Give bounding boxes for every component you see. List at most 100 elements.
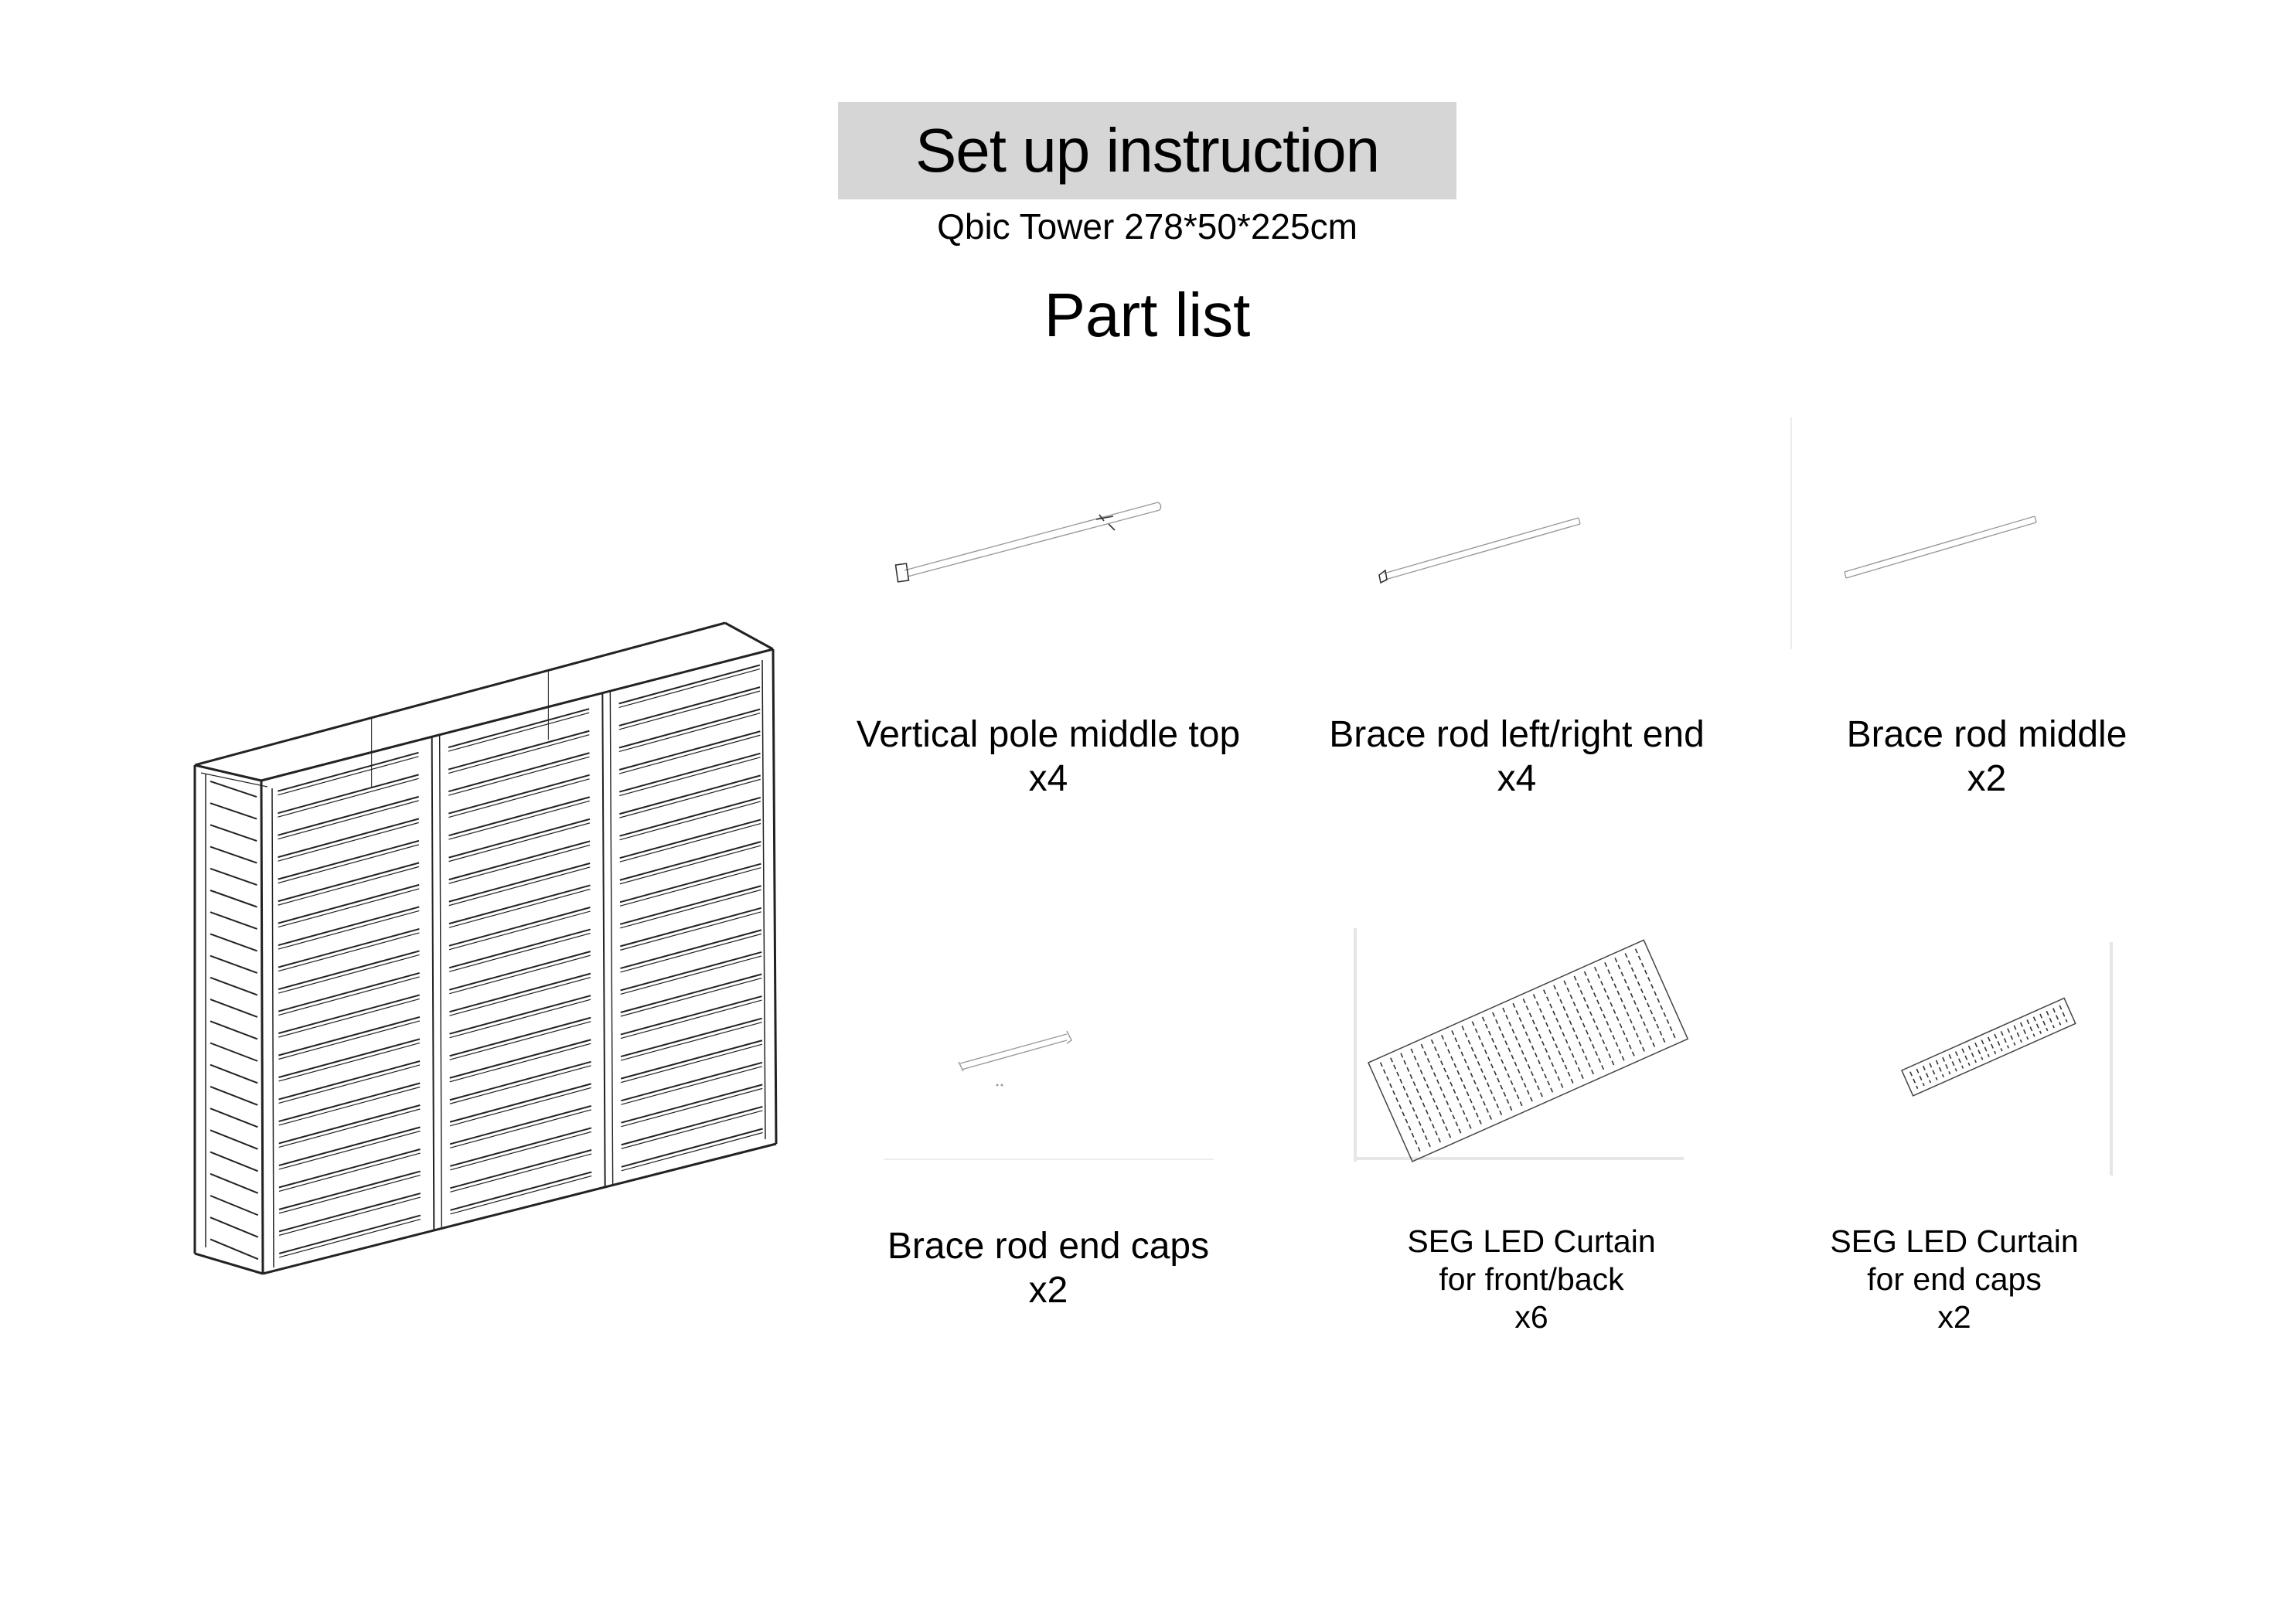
led-strip (620, 889, 761, 929)
led-strip (210, 780, 257, 798)
led-strip (1624, 953, 1667, 1044)
led-strip (449, 999, 591, 1039)
led-strip (210, 824, 257, 842)
led-strip (450, 1153, 592, 1193)
led-strip (2046, 1010, 2055, 1029)
led-strip (448, 840, 591, 881)
led-strip (278, 866, 420, 906)
led-strip (619, 818, 761, 859)
led-strip (278, 1060, 421, 1101)
led-strip (621, 1087, 763, 1128)
led-strip (210, 933, 258, 952)
led-strip (210, 1020, 258, 1040)
led-strip (278, 1196, 421, 1236)
led-strip (619, 845, 761, 885)
led-strip (449, 1060, 591, 1101)
led-strip (618, 734, 761, 774)
tower-edge (271, 788, 274, 1268)
led-strip (620, 973, 762, 1013)
led-strip (449, 977, 591, 1016)
led-strip (2059, 1005, 2068, 1022)
led-strip (2000, 1031, 2010, 1049)
led-strip (619, 801, 761, 841)
part-panel-divider (884, 1159, 1214, 1160)
led-strip (2013, 1025, 2022, 1043)
led-strip (278, 1152, 421, 1192)
led-strip (210, 976, 258, 996)
led-strip (1634, 948, 1677, 1039)
led-strip (619, 752, 761, 793)
led-strip (619, 822, 761, 863)
led-strip (278, 1193, 421, 1233)
tower-edge (724, 621, 774, 651)
led-strip (210, 1085, 258, 1106)
led-strip (2052, 1008, 2062, 1026)
led-strip (448, 734, 590, 774)
led-strip (1502, 1007, 1544, 1099)
part-item-led-curtain-front: SEG LED Curtain for front/back x6 (1407, 1223, 1655, 1336)
led-strip (450, 1171, 592, 1211)
part-quantity: x2 (1028, 1270, 1068, 1311)
led-strip (278, 1064, 421, 1104)
led-strip (1563, 980, 1605, 1072)
led-strip (278, 950, 420, 991)
led-curtain-icon (1354, 928, 1689, 1162)
led-strip (278, 1170, 421, 1210)
led-strip (449, 1109, 591, 1148)
part-name: Vertical pole middle top (856, 714, 1241, 755)
led-strip (1604, 962, 1646, 1053)
led-strip (1390, 1057, 1432, 1148)
led-strip (449, 1104, 592, 1145)
led-strip (278, 839, 420, 880)
led-strip (1935, 1060, 1944, 1078)
led-strip (278, 844, 420, 884)
led-strip (278, 862, 420, 903)
led-strip (1492, 1012, 1534, 1104)
led-strip (619, 841, 761, 881)
led-strip (210, 911, 257, 930)
led-strip (1922, 1065, 1932, 1084)
led-strip (278, 1042, 421, 1082)
part-name: Brace rod left/right end (1329, 714, 1705, 755)
rod-end-icon (1378, 517, 1581, 584)
tower-edge (260, 780, 264, 1274)
tower-edge (200, 772, 268, 788)
led-strip (448, 730, 590, 771)
part-item-brace-rod-end: Brace rod left/right end x4 (1329, 713, 1705, 801)
led-strip (210, 1151, 258, 1172)
led-strip (1420, 1043, 1463, 1135)
led-strip (210, 1063, 258, 1084)
led-strip (1379, 1062, 1422, 1153)
section-heading: Part list (1044, 281, 1251, 349)
led-strip (450, 1175, 592, 1215)
led-strip (620, 977, 762, 1017)
led-strip (278, 976, 420, 1016)
led-strip (1909, 1071, 1919, 1089)
led-strip (1553, 985, 1595, 1076)
led-strip (1967, 1045, 1977, 1063)
tower-edge (772, 648, 778, 1145)
led-strip (278, 1126, 421, 1166)
led-strip (1543, 989, 1585, 1080)
part-name: Brace rod middle (1846, 714, 2127, 755)
led-strip (210, 1129, 258, 1150)
led-strip (618, 686, 761, 726)
led-strip (619, 778, 761, 818)
led-strip (210, 954, 258, 974)
led-strip (450, 1149, 592, 1189)
led-strip (278, 994, 421, 1034)
led-strip (448, 888, 591, 928)
product-subtitle: Qbic Tower 278*50*225cm (937, 206, 1358, 247)
led-strip (278, 822, 420, 862)
led-strip (620, 951, 762, 992)
part-name: Brace rod end caps (887, 1226, 1210, 1267)
led-strip (1942, 1056, 1951, 1075)
led-strip (621, 1084, 763, 1124)
led-strip (620, 955, 762, 995)
led-strip (210, 867, 257, 886)
led-strip (449, 1021, 591, 1060)
led-strip (278, 906, 420, 947)
led-strip (210, 1216, 259, 1238)
led-strip (448, 928, 591, 969)
